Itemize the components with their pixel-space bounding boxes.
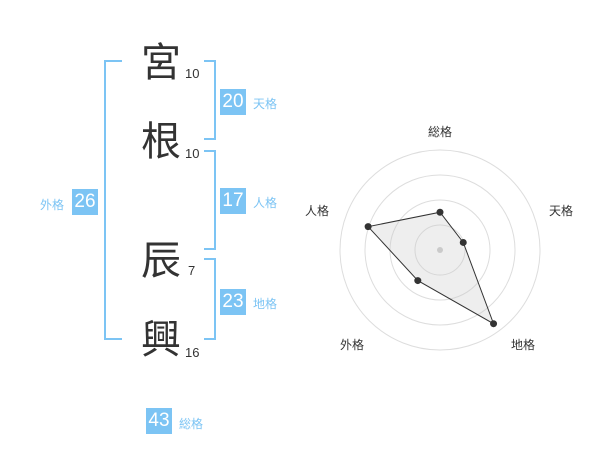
name-char-4: 興 — [141, 317, 181, 363]
radar-point-5 — [364, 223, 372, 231]
name-char-3: 辰 — [141, 238, 181, 284]
chikaku-value: 23 — [220, 289, 246, 315]
soukaku-label: 総格 — [179, 417, 204, 431]
stroke-count-3: 7 — [188, 263, 196, 278]
radar-label-gaikaku: 外格 — [340, 338, 365, 352]
gaikaku-label: 外格 — [40, 198, 65, 212]
radar-point-4 — [414, 277, 422, 285]
jinkaku-label: 人格 — [253, 196, 278, 210]
radar-series-area — [367, 211, 495, 325]
chikaku-label: 地格 — [253, 297, 278, 311]
radar-point-2 — [459, 238, 467, 246]
radar-ring — [414, 224, 466, 276]
radar-center — [437, 247, 443, 253]
stroke-count-2: 10 — [185, 146, 200, 161]
radar-point-3 — [490, 320, 498, 328]
radar-label-jinkaku: 人格 — [305, 204, 330, 218]
radar-point-1 — [436, 208, 444, 216]
name-char-1: 宮 — [141, 40, 181, 86]
name-char-2: 根 — [141, 119, 181, 165]
tenkaku-label: 天格 — [253, 97, 278, 111]
tenkaku-value: 20 — [220, 89, 246, 115]
radar-ring — [339, 149, 541, 351]
gaikaku-value: 26 — [72, 189, 98, 215]
jinkaku-value: 17 — [220, 188, 246, 214]
radar-label-soukaku: 総格 — [428, 125, 453, 139]
radar-label-chikaku: 地格 — [511, 338, 536, 352]
radar-label-tenkaku: 天格 — [549, 204, 574, 218]
stroke-count-4: 16 — [185, 345, 200, 360]
radar-ring — [364, 174, 516, 326]
gaikaku-bracket — [104, 60, 122, 340]
stroke-count-1: 10 — [185, 66, 200, 81]
soukaku-value: 43 — [146, 408, 172, 434]
jinkaku-bracket — [204, 150, 216, 250]
tenkaku-bracket — [204, 60, 216, 140]
chikaku-bracket — [204, 258, 216, 340]
